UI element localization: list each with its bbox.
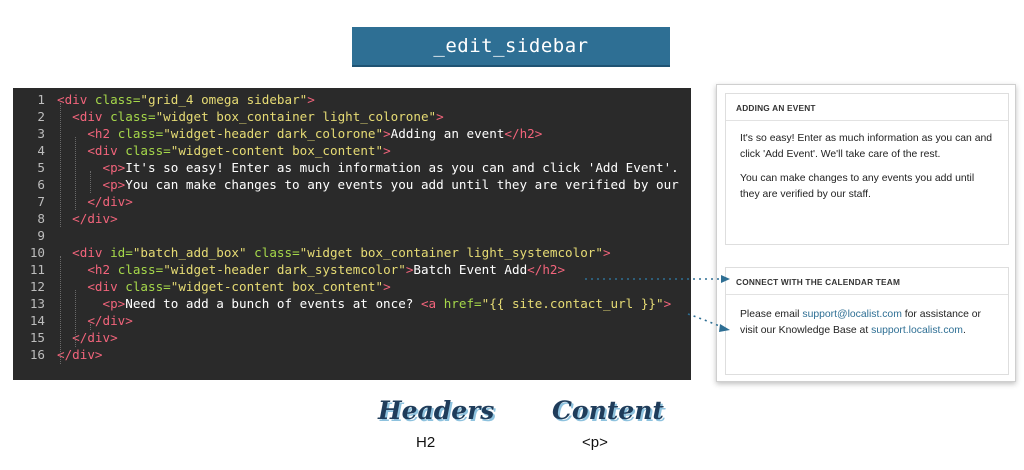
knowledge-base-link[interactable]: support.localist.com bbox=[871, 324, 963, 336]
paragraph-text: for assistance or visit our Knowledge Ba… bbox=[740, 309, 981, 336]
line-number: 4 bbox=[37, 143, 45, 158]
legend-content-sub: <p> bbox=[582, 434, 608, 451]
code-text: <p>You can make changes to any events yo… bbox=[102, 177, 687, 192]
code-text: <div class="grid_4 omega sidebar"> bbox=[57, 92, 315, 107]
line-number: 6 bbox=[37, 177, 45, 192]
code-line: 14 </div> bbox=[13, 312, 691, 329]
paragraph-text: . bbox=[962, 324, 966, 336]
paragraph-text: Please email bbox=[740, 309, 803, 320]
legend-content-label: Content bbox=[552, 396, 664, 425]
title-badge: _edit_sidebar bbox=[352, 27, 670, 65]
indent-guide bbox=[90, 171, 92, 193]
code-text: <p>Need to add a bunch of events at once… bbox=[102, 296, 672, 311]
code-text: </div> bbox=[87, 194, 133, 209]
code-text: </div> bbox=[87, 313, 133, 328]
widget-adding-event: ADDING AN EVENT It's so easy! Enter as m… bbox=[725, 93, 1009, 245]
code-line: 12 <div class="widget-content box_conten… bbox=[13, 278, 691, 295]
code-text: <h2 class="widget-header dark_colorone">… bbox=[87, 126, 543, 141]
code-line: 3 <h2 class="widget-header dark_colorone… bbox=[13, 125, 691, 142]
code-line: 2 <div class="widget box_container light… bbox=[13, 108, 691, 125]
code-line: 1 <div class="grid_4 omega sidebar"> bbox=[13, 91, 691, 108]
code-text: </div> bbox=[72, 330, 118, 345]
code-text: <div class="widget box_container light_c… bbox=[72, 109, 444, 124]
indent-guide bbox=[60, 256, 62, 364]
widget-header: ADDING AN EVENT bbox=[726, 94, 1008, 121]
content-connector-line bbox=[687, 313, 723, 328]
code-line: 4 <div class="widget-content box_content… bbox=[13, 142, 691, 159]
content-arrowhead bbox=[719, 324, 730, 332]
code-text: </div> bbox=[57, 347, 103, 362]
widget-paragraph: It's so easy! Enter as much information … bbox=[740, 133, 993, 160]
widget-content: It's so easy! Enter as much information … bbox=[726, 121, 1008, 202]
line-number: 15 bbox=[29, 330, 45, 345]
line-number: 12 bbox=[29, 279, 45, 294]
legend-headers-label: Headers bbox=[378, 396, 495, 425]
indent-guide bbox=[90, 324, 92, 330]
line-number: 7 bbox=[37, 194, 45, 209]
line-number: 3 bbox=[37, 126, 45, 141]
indent-guide bbox=[75, 137, 77, 210]
code-text: <div class="widget-content box_content"> bbox=[87, 143, 391, 158]
widget-connect-team: CONNECT WITH THE CALENDAR TEAM Please em… bbox=[725, 267, 1009, 375]
line-number: 16 bbox=[29, 347, 45, 362]
line-number: 11 bbox=[29, 262, 45, 277]
legend-headers-sub: H2 bbox=[416, 434, 436, 451]
code-text: <div id="batch_add_box" class="widget bo… bbox=[72, 245, 611, 260]
line-number: 2 bbox=[37, 109, 45, 124]
code-text: </div> bbox=[72, 211, 118, 226]
line-number: 14 bbox=[29, 313, 45, 328]
code-line: 9 bbox=[13, 227, 691, 244]
code-line: 8 </div> bbox=[13, 210, 691, 227]
widget-paragraph: Please email support@localist.com for as… bbox=[740, 307, 996, 338]
line-number: 8 bbox=[37, 211, 45, 226]
code-line: 13 <p>Need to add a bunch of events at o… bbox=[13, 295, 691, 312]
code-text: <div class="widget-content box_content"> bbox=[87, 279, 391, 294]
line-number: 10 bbox=[29, 245, 45, 260]
code-text: <h2 class="widget-header dark_systemcolo… bbox=[87, 262, 566, 277]
indent-guide bbox=[60, 103, 62, 227]
code-text: <p>It's so easy! Enter as much informati… bbox=[102, 160, 687, 175]
indent-guide bbox=[75, 290, 77, 347]
email-link[interactable]: support@localist.com bbox=[802, 309, 902, 320]
line-number: 1 bbox=[37, 92, 45, 107]
code-line: 10 <div id="batch_add_box" class="widget… bbox=[13, 244, 691, 261]
line-number: 5 bbox=[37, 160, 45, 175]
code-line: 5 <p>It's so easy! Enter as much informa… bbox=[13, 159, 691, 176]
widget-paragraph: You can make changes to any events you a… bbox=[740, 173, 975, 200]
code-line: 7 </div> bbox=[13, 193, 691, 210]
sidebar-preview: ADDING AN EVENT It's so easy! Enter as m… bbox=[716, 84, 1016, 382]
code-line: 16 </div> bbox=[13, 346, 691, 363]
title-text: _edit_sidebar bbox=[433, 35, 589, 57]
code-editor[interactable]: 1<div class="grid_4 omega sidebar">2 <di… bbox=[13, 88, 691, 380]
code-line: 15 </div> bbox=[13, 329, 691, 346]
code-line: 11 <h2 class="widget-header dark_systemc… bbox=[13, 261, 691, 278]
widget-content: Please email support@localist.com for as… bbox=[726, 295, 1008, 338]
code-line: 6 <p>You can make changes to any events … bbox=[13, 176, 691, 193]
header-arrowhead bbox=[721, 275, 730, 283]
line-number: 9 bbox=[37, 228, 45, 243]
line-number: 13 bbox=[29, 296, 45, 311]
widget-header: CONNECT WITH THE CALENDAR TEAM bbox=[726, 268, 1008, 295]
